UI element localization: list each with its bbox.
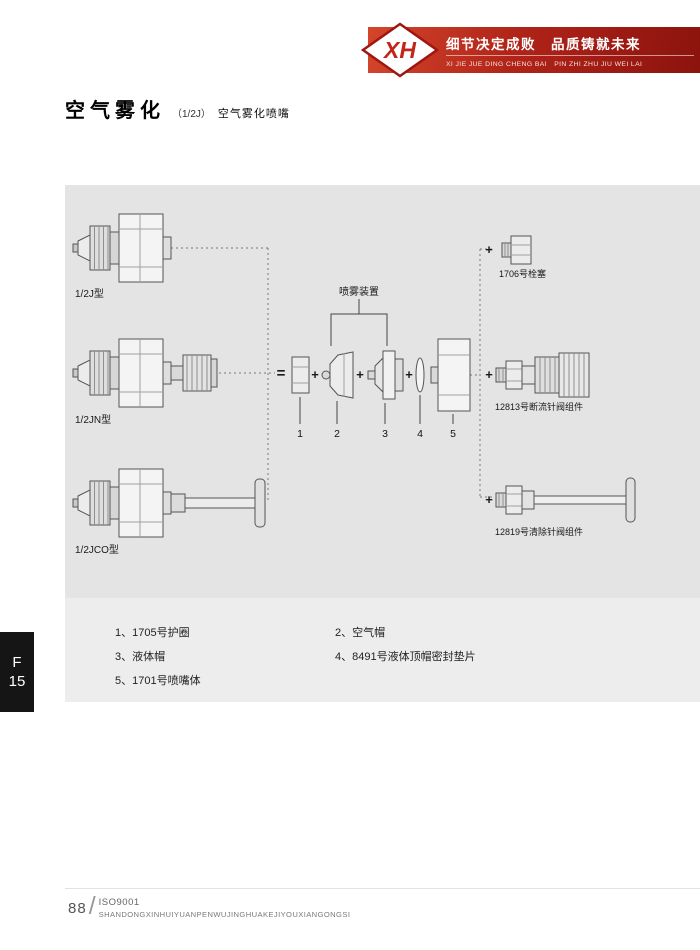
- plus-sign-plug: +: [485, 242, 493, 257]
- connector-dotted-lines: [171, 247, 492, 503]
- page-number: 88: [68, 900, 87, 917]
- accessory-label-12813: 12813号断流针阀组件: [495, 402, 584, 412]
- page-title: 空气雾化: [65, 100, 165, 122]
- parts-list-item-3: 3、液体帽: [115, 651, 166, 663]
- iso-certification: ISO9001: [98, 897, 140, 909]
- accessory-12813-drawing: [495, 352, 590, 398]
- plus-sign-12813: +: [485, 367, 493, 382]
- part2-air-cap: [321, 351, 354, 399]
- model-label-12j: 1/2J型: [75, 289, 104, 300]
- assembly-bracket: [330, 299, 388, 346]
- parts-list-item-1: 1、1705号护圈: [115, 627, 190, 639]
- header-slogan-pinyin: XI JIE JUE DING CHENG BAI PIN ZHI ZHU JI…: [446, 55, 694, 68]
- accessory-label-1706: 1706号栓塞: [499, 269, 547, 279]
- header-banner: XH 细节决定成败 品质铸就未来 XI JIE JUE DING CHENG B…: [360, 22, 700, 78]
- part-number-1: 1: [297, 428, 303, 440]
- xh-logo: XH: [360, 22, 440, 78]
- accessory-label-12819: 12819号清除针阀组件: [495, 527, 584, 537]
- equals-sign: =: [276, 365, 286, 382]
- footer-divider: /: [88, 892, 96, 920]
- diagram-area: 1/2J型 1/2JN型 1/2JCO型 喷雾装置 = + + + + + + …: [65, 185, 700, 598]
- model-label-12jn: 1/2JN型: [75, 415, 112, 426]
- section-tab-letter: F: [12, 654, 22, 671]
- part-number-5: 5: [450, 428, 456, 440]
- company-name: SHANDONGXINHUIYUANPENWUJINGHUAKEJIYOUXIA…: [98, 909, 351, 919]
- nozzle-12jco-drawing: [72, 468, 266, 538]
- diagram-art: [72, 213, 636, 538]
- accessory-plug-drawing: [501, 235, 532, 265]
- nozzle-12jn-drawing: [72, 338, 218, 408]
- footer-text: ISO9001 SHANDONGXINHUIYUANPENWUJINGHUAKE…: [99, 897, 351, 919]
- nozzle-12j-drawing: [72, 213, 172, 283]
- part1-retaining-ring: [291, 356, 310, 394]
- model-label-12jco: 1/2JCO型: [75, 545, 119, 556]
- part4-gasket: [415, 357, 425, 393]
- banner-text: 细节决定成败 品质铸就未来 XI JIE JUE DING CHENG BAI …: [446, 27, 700, 68]
- section-tab-f15: F 15: [0, 632, 34, 712]
- plus-sign-3: +: [405, 367, 413, 382]
- part-number-leaders: [299, 395, 454, 424]
- plus-sign-2: +: [356, 367, 364, 382]
- plus-sign-1: +: [311, 367, 319, 382]
- parts-list-item-2: 2、空气帽: [335, 627, 386, 639]
- parts-list-item-4: 4、8491号液体顶帽密封垫片: [335, 651, 476, 663]
- plus-sign-12819: +: [485, 492, 493, 507]
- section-tab-number: 15: [8, 673, 26, 690]
- assembly-label: 喷雾装置: [339, 287, 379, 298]
- part5-nozzle-body: [430, 338, 471, 412]
- parts-list: 1、1705号护圈 3、液体帽 5、1701号喷嘴体 2、空气帽 4、8491号…: [65, 598, 700, 702]
- part3-liquid-cap: [367, 350, 404, 400]
- title-row: 空气雾化 （1/2J） 空气雾化喷嘴: [65, 94, 290, 123]
- part-number-4: 4: [417, 428, 423, 440]
- part-number-2: 2: [334, 428, 340, 440]
- footer-rule: [65, 888, 700, 889]
- page-subtitle: 空气雾化喷嘴: [217, 108, 290, 120]
- page-title-spec: （1/2J）: [172, 109, 211, 120]
- xh-logo-text: XH: [382, 37, 416, 63]
- exploded-parts-drawing: [291, 338, 471, 412]
- parts-list-item-5: 5、1701号喷嘴体: [115, 675, 201, 687]
- accessory-12819-drawing: [495, 477, 636, 523]
- part-number-3: 3: [382, 428, 388, 440]
- footer: 88 / ISO9001 SHANDONGXINHUIYUANPENWUJING…: [68, 892, 351, 923]
- header-slogan: 细节决定成败 品质铸就未来: [446, 37, 641, 52]
